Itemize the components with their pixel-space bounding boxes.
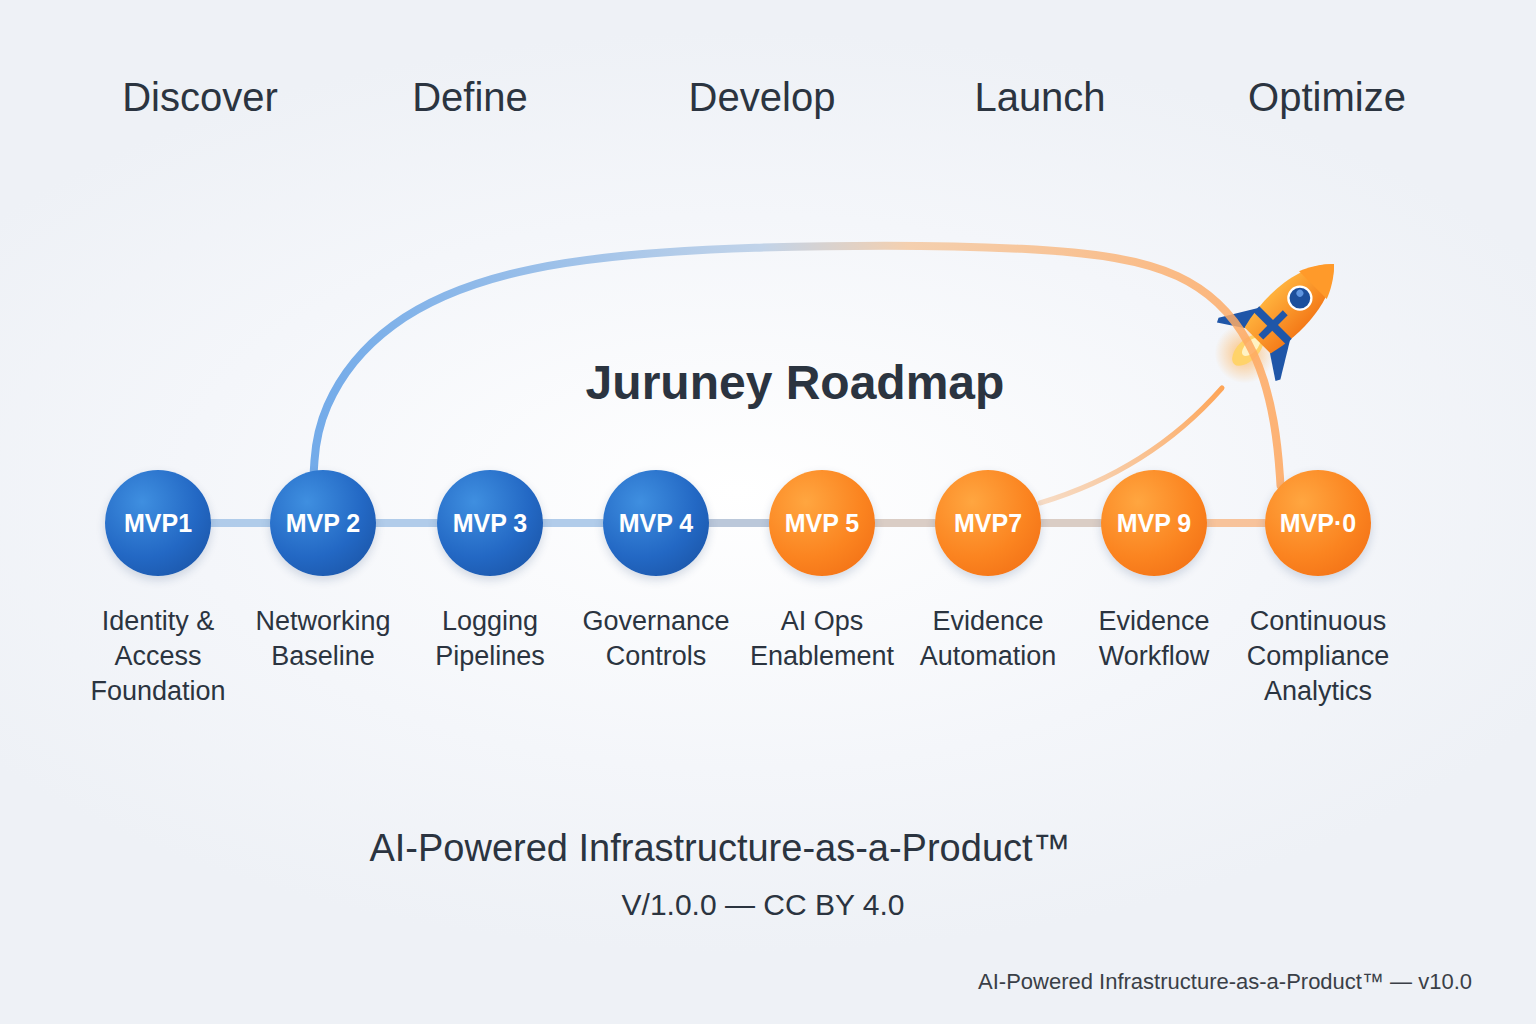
roadmap-milestone: MVP 9 Evidence Workflow (1064, 470, 1244, 674)
version-note: V/1.0.0 — CC BY 4.0 (622, 888, 905, 922)
milestone-circle: MVP 9 (1101, 470, 1207, 576)
milestone-description: Evidence Automation (898, 604, 1078, 674)
milestone-circle: MVP 2 (270, 470, 376, 576)
diagram-caption: AI-Powered Infrastructure-as-a-Product™ (369, 827, 1070, 870)
timeline-connector (211, 519, 270, 527)
milestone-label: MVP1 (124, 509, 192, 538)
timeline-connector (1041, 519, 1101, 527)
milestone-circle: MVP 3 (437, 470, 543, 576)
milestone-label: MVP 5 (785, 509, 860, 538)
milestone-label: MVP 9 (1117, 509, 1192, 538)
milestone-label: MVP7 (954, 509, 1022, 538)
milestone-label: MVP 2 (286, 509, 361, 538)
arc-connector (314, 246, 1281, 486)
timeline-connector (875, 519, 935, 527)
roadmap-milestone: MVP1Identity & Access Foundation (68, 470, 248, 709)
roadmap-milestone: MVP 5 AI Ops Enablement (732, 470, 912, 674)
phase-heading: Optimize (1248, 75, 1406, 120)
milestone-description: Evidence Workflow (1064, 604, 1244, 674)
roadmap-milestone: MVP 3 Logging Pipelines (400, 470, 580, 674)
milestone-description: Identity & Access Foundation (68, 604, 248, 709)
roadmap-milestone: MVP7Evidence Automation (898, 470, 1078, 674)
phase-heading: Develop (689, 75, 836, 120)
footer-note: AI-Powered Infrastructure-as-a-Product™ … (978, 969, 1472, 995)
rocket (1193, 233, 1365, 405)
timeline-connector (543, 519, 603, 527)
milestone-circle: MVP1 (105, 470, 211, 576)
roadmap-milestone: MVP 2 Networking Baseline (233, 470, 413, 674)
milestone-label: MVP 4 (619, 509, 694, 538)
timeline-connector (376, 519, 437, 527)
milestone-description: Logging Pipelines (400, 604, 580, 674)
timeline-connector (1207, 519, 1265, 527)
milestone-circle: MVP 5 (769, 470, 875, 576)
phase-heading: Define (412, 75, 528, 120)
milestone-description: Networking Baseline (233, 604, 413, 674)
milestone-label: MVP 3 (453, 509, 528, 538)
milestone-circle: MVP7 (935, 470, 1041, 576)
milestone-circle: MVP 4 (603, 470, 709, 576)
milestone-label: MVP·0 (1280, 509, 1356, 538)
phase-heading: Launch (974, 75, 1105, 120)
roadmap-milestone: MVP·0Continuous Compliance Analytics (1228, 470, 1408, 709)
milestone-description: Governance Controls (566, 604, 746, 674)
roadmap-milestone: MVP 4 Governance Controls (566, 470, 746, 674)
milestone-circle: MVP·0 (1265, 470, 1371, 576)
milestone-description: AI Ops Enablement (732, 604, 912, 674)
milestone-description: Continuous Compliance Analytics (1228, 604, 1408, 709)
diagram-title: Juruney Roadmap (586, 355, 1005, 410)
phase-heading: Discover (122, 75, 278, 120)
timeline-connector (709, 519, 769, 527)
